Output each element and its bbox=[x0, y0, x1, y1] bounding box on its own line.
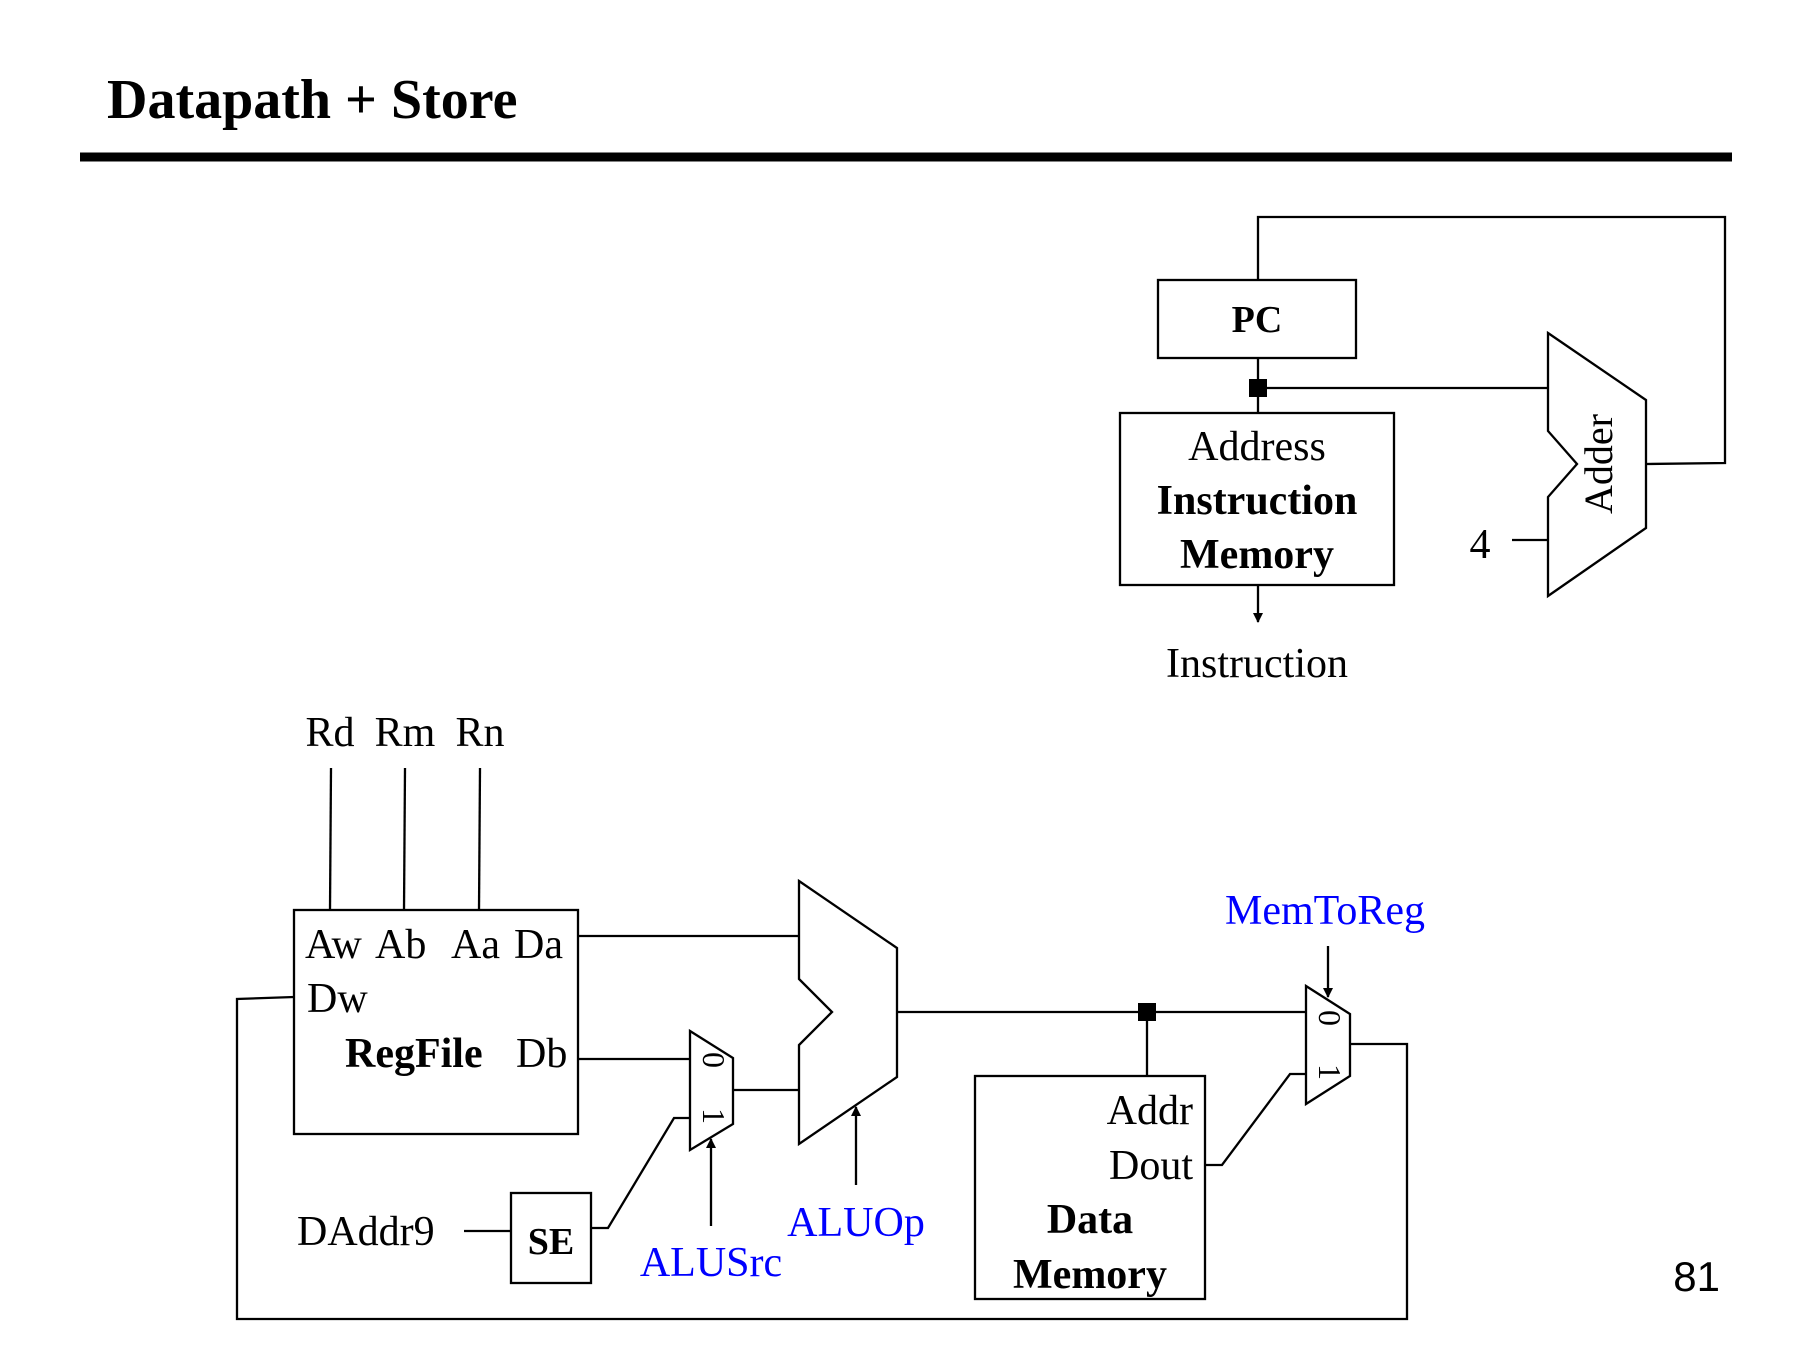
regfile-name: RegFile bbox=[345, 1031, 483, 1077]
alusrc-mux-in1: 1 bbox=[696, 1108, 732, 1124]
rm-input-label: Rm bbox=[375, 710, 436, 756]
daddr9-label: DAddr9 bbox=[297, 1209, 435, 1255]
imem-name-line1: Instruction bbox=[1157, 478, 1358, 524]
rm-wire bbox=[402, 767, 407, 911]
writeback-wire bbox=[235, 995, 1409, 1321]
dmem-name-line2: Memory bbox=[1013, 1252, 1167, 1298]
dmem-addr-label: Addr bbox=[1107, 1088, 1193, 1134]
slide-title: Datapath + Store bbox=[107, 69, 517, 131]
rn-wire bbox=[477, 767, 482, 911]
memtoreg-mux-in0: 0 bbox=[1312, 1010, 1348, 1026]
dmem-dout-label: Dout bbox=[1109, 1143, 1193, 1189]
memtoreg-mux-in1: 1 bbox=[1312, 1064, 1348, 1080]
imem-output-label: Instruction bbox=[1166, 641, 1348, 687]
memtoreg-mux bbox=[1304, 983, 1352, 1107]
port-aw-label: Aw bbox=[305, 922, 362, 968]
dout-to-mux-wire bbox=[1205, 1072, 1306, 1167]
dmem-name-line1: Data bbox=[1047, 1197, 1133, 1243]
port-aa-label: Aa bbox=[451, 922, 500, 968]
pc-junction-dot bbox=[1249, 379, 1267, 397]
memtoreg-signal-label: MemToReg bbox=[1225, 888, 1425, 934]
page-number: 81 bbox=[1673, 1253, 1720, 1300]
alu bbox=[797, 878, 899, 1147]
pc-adder bbox=[1546, 330, 1648, 599]
aluop-signal-label: ALUOp bbox=[787, 1200, 925, 1246]
port-dw-label: Dw bbox=[307, 976, 368, 1022]
imem-address-label: Address bbox=[1188, 424, 1326, 470]
se-to-mux-wire bbox=[591, 1116, 690, 1230]
pc-feedback-wire bbox=[1256, 215, 1727, 466]
alusrc-mux-in0: 0 bbox=[696, 1052, 732, 1068]
rn-input-label: Rn bbox=[455, 710, 504, 756]
rd-wire bbox=[328, 767, 333, 911]
alusrc-signal-label: ALUSrc bbox=[640, 1240, 782, 1286]
adder-label: Adder bbox=[1576, 414, 1621, 514]
imem-name-line2: Memory bbox=[1180, 532, 1334, 578]
port-db-label: Db bbox=[516, 1031, 567, 1077]
data-memory bbox=[973, 1074, 1207, 1301]
sign-extend-unit bbox=[509, 1191, 593, 1285]
adder-constant: 4 bbox=[1470, 522, 1491, 568]
port-ab-label: Ab bbox=[375, 922, 426, 968]
pc-label: PC bbox=[1232, 299, 1283, 341]
pc-register bbox=[1156, 278, 1358, 360]
sign-extend-label: SE bbox=[528, 1221, 574, 1263]
port-da-label: Da bbox=[514, 922, 563, 968]
rd-input-label: Rd bbox=[305, 710, 354, 756]
register-file bbox=[292, 908, 580, 1136]
alusrc-mux bbox=[688, 1028, 735, 1153]
